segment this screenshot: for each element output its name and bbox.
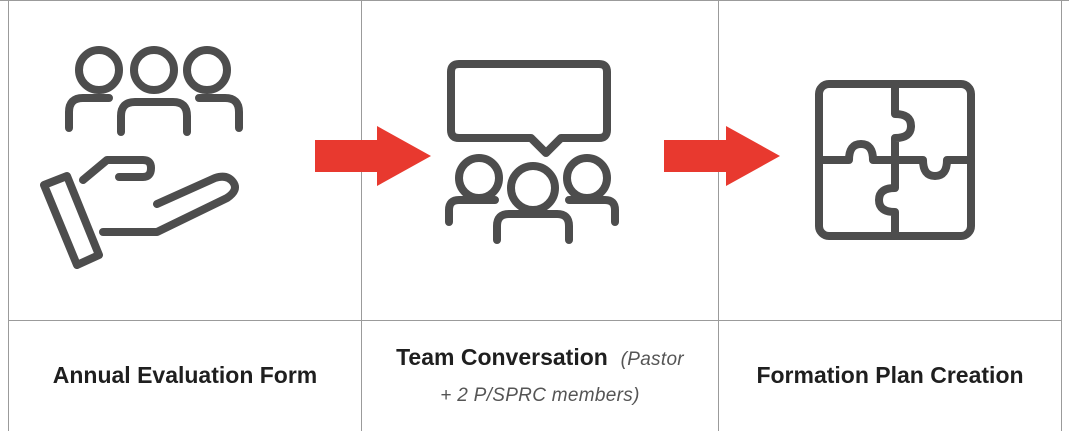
step-3-icon-cell (805, 0, 985, 320)
step-2-title: Team Conversation (396, 344, 608, 371)
step-3-title: Formation Plan Creation (756, 362, 1024, 389)
team-conversation-icon (445, 60, 619, 244)
puzzle-pieces-icon (815, 80, 975, 240)
flow-arrow-2 (664, 126, 780, 186)
grid-top-border (0, 0, 1069, 1)
hand-holding-people-icon (40, 46, 243, 269)
step-2-label: Team Conversation (Pastor + 2 P/SPRC mem… (362, 321, 718, 431)
step-2-note-line1: (Pastor (620, 349, 684, 371)
step-2-icon-cell (431, 0, 631, 320)
step-2-note-line2: + 2 P/SPRC members) (440, 385, 640, 406)
grid-left-border (8, 0, 9, 431)
grid-right-border (1061, 0, 1062, 431)
step-3-label: Formation Plan Creation (719, 321, 1061, 431)
grid-row-divider (8, 320, 1062, 321)
step-1-label: Annual Evaluation Form (9, 321, 361, 431)
flow-arrow-1 (315, 126, 431, 186)
step-1-title: Annual Evaluation Form (52, 362, 318, 389)
grid-divider-1 (361, 0, 362, 431)
step-1-icon-cell (9, 0, 299, 320)
grid-divider-2 (718, 0, 719, 431)
